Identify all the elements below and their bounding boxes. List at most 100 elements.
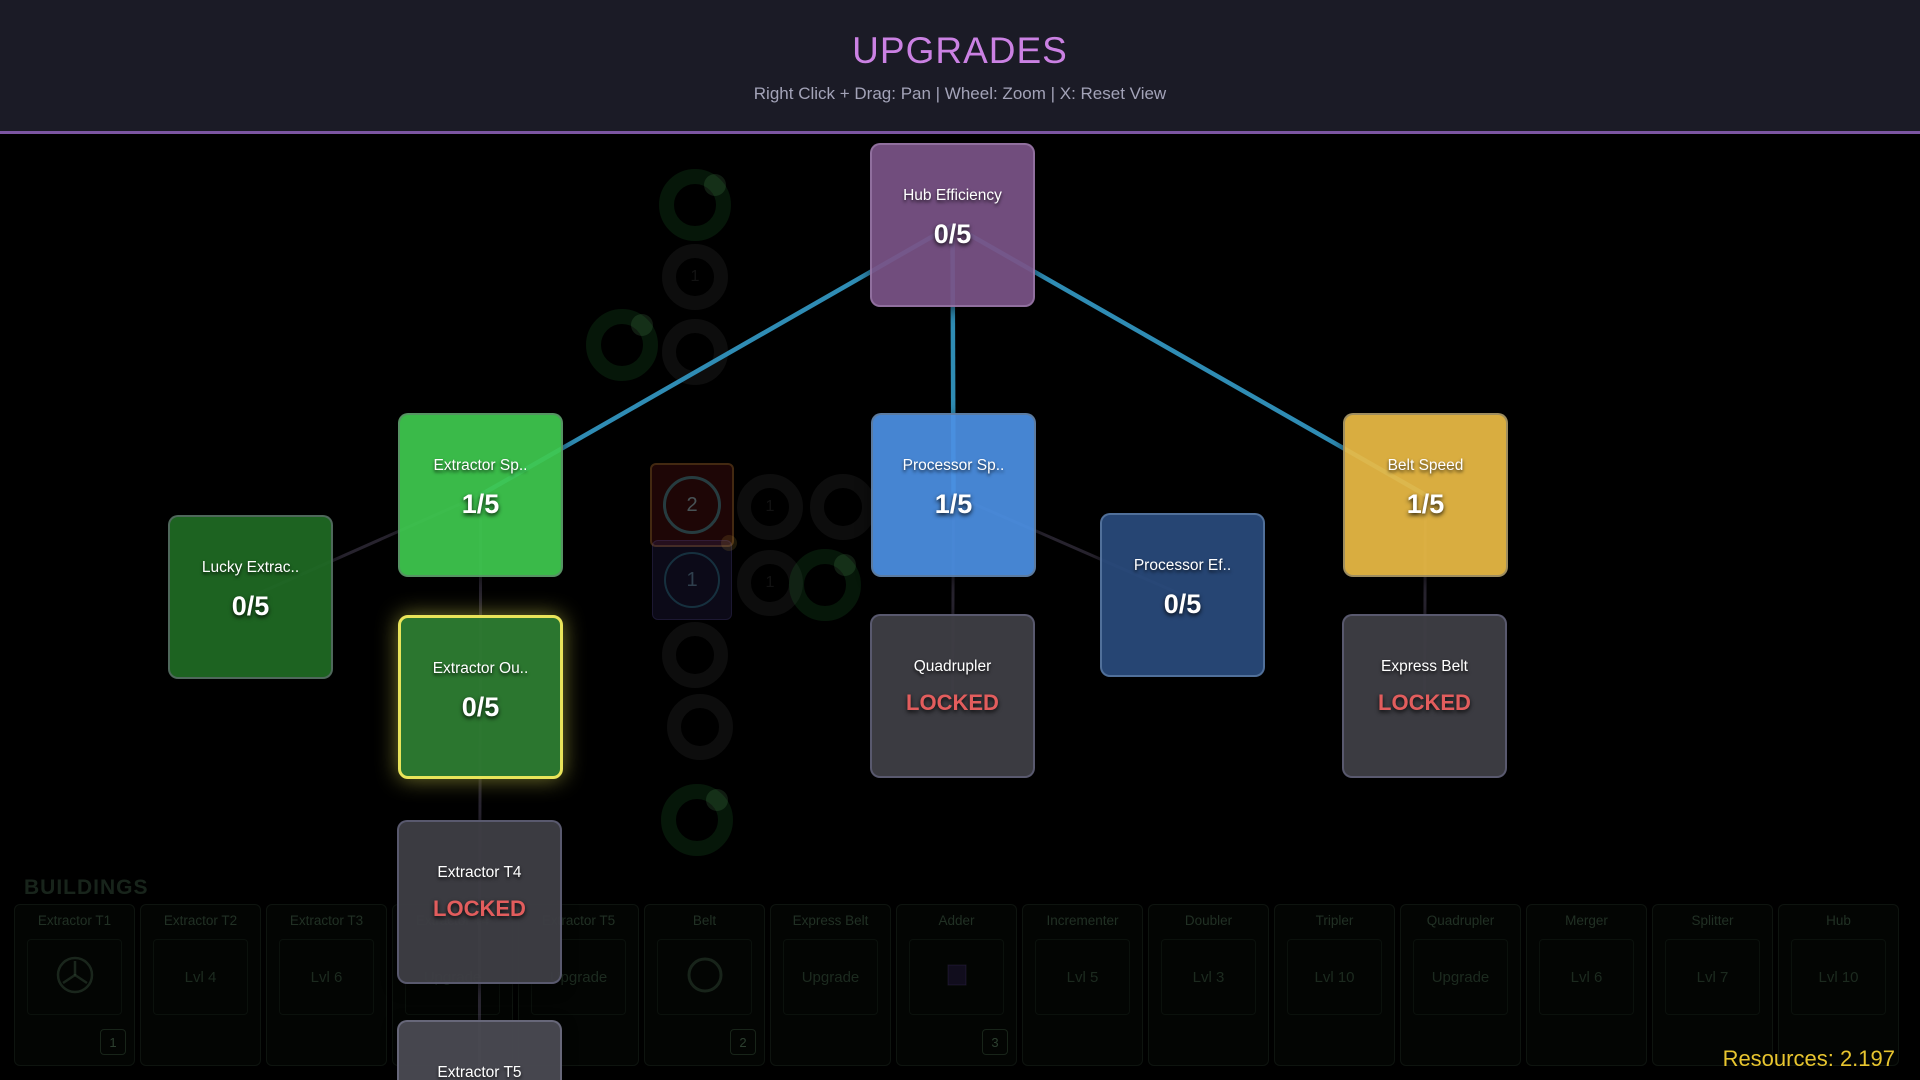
building-card-sub: Lvl 10 <box>1818 968 1859 986</box>
building-card-label: Incrementer <box>1046 913 1119 928</box>
node-title: Express Belt <box>1380 658 1468 675</box>
node-title: Lucky Extrac.. <box>201 559 300 576</box>
ghost-ring-number: 1 <box>690 268 700 285</box>
building-card-box: Lvl 4 <box>153 939 248 1015</box>
building-card-box: Lvl 3 <box>1161 939 1256 1015</box>
node-title: Processor Sp.. <box>902 457 1005 474</box>
upgrade-node-lucky_extractor[interactable]: Lucky Extrac..0/5 <box>168 515 333 679</box>
ghost-machine-square: 1 <box>652 535 737 620</box>
building-card-box <box>657 939 752 1015</box>
building-card-sub: Upgrade <box>549 968 608 986</box>
ghost-machine-square: 2 <box>650 463 734 547</box>
upgrade-node-processor_speed[interactable]: Processor Sp..1/5 <box>871 413 1036 577</box>
node-title: Extractor T5 <box>437 1064 522 1080</box>
building-card-sub: Lvl 5 <box>1066 968 1099 986</box>
node-locked-label: LOCKED <box>433 896 526 921</box>
building-card-box: Lvl 6 <box>279 939 374 1015</box>
building-hotkey-badge: 2 <box>730 1029 756 1055</box>
node-title: Extractor T4 <box>437 864 522 881</box>
ghost-badge-icon <box>834 554 856 576</box>
header-subtitle: Right Click + Drag: Pan | Wheel: Zoom | … <box>753 84 1167 103</box>
building-card-sub: Lvl 6 <box>310 968 343 986</box>
building-card-label: Tripler <box>1315 913 1354 928</box>
building-card-sub: Lvl 6 <box>1570 968 1603 986</box>
ghost-ring-number: 1 <box>765 574 775 591</box>
node-progress: 1/5 <box>1406 489 1445 519</box>
ghost-badge-icon <box>721 535 737 551</box>
upgrade-node-belt_speed[interactable]: Belt Speed 1/5 <box>1343 413 1508 577</box>
node-progress: 0/5 <box>933 219 972 249</box>
page-title: UPGRADES <box>852 30 1068 71</box>
building-card-label: Extractor T3 <box>289 913 364 928</box>
building-card-label: Express Belt <box>792 913 869 928</box>
buildings-panel: BUILDINGS Extractor T1 1 Extractor T2 Lvl 4… <box>0 876 1920 1080</box>
buildings-panel-title: BUILDINGS <box>24 876 149 899</box>
upgrade-node-extractor_output[interactable]: Extractor Ou.. 0/5 <box>398 615 563 779</box>
building-hotkey-badge: 3 <box>982 1029 1008 1055</box>
ghost-badge-icon <box>706 789 728 811</box>
node-title: Extractor Sp.. <box>433 457 528 474</box>
building-card-box: Lvl 10 <box>1791 939 1886 1015</box>
building-card-label: Merger <box>1565 913 1608 928</box>
node-progress: 0/5 <box>461 692 500 722</box>
building-card-sub: Upgrade <box>1431 968 1490 986</box>
building-card-label: Quadrupler <box>1426 913 1495 928</box>
node-title: Processor Ef.. <box>1133 557 1232 574</box>
building-card-box <box>27 939 122 1015</box>
upgrade-node-processor_efficiency[interactable]: Processor Ef.. 0/5 <box>1100 513 1265 677</box>
node-progress: 1/5 <box>461 489 500 519</box>
resources-label: Resources: 2.197 <box>1722 1046 1895 1071</box>
upgrade-node-extractor_speed[interactable]: Extractor Sp.. 1/5 <box>398 413 563 577</box>
building-card-label: Extractor T1 <box>37 913 112 928</box>
building-card-sub: Lvl 7 <box>1696 968 1729 986</box>
building-card: Extractor T2 Lvl 4 <box>140 904 261 1066</box>
building-card-box: Upgrade <box>783 939 878 1015</box>
building-card-label: Adder <box>938 913 975 928</box>
app-header: UPGRADES Right Click + Drag: Pan | Wheel… <box>0 0 1920 134</box>
node-progress: 0/5 <box>1163 589 1202 619</box>
building-card: Adder 3 <box>896 904 1017 1066</box>
building-card-box: Lvl 10 <box>1287 939 1382 1015</box>
node-title: Extractor Ou.. <box>432 660 529 677</box>
adder-icon <box>935 953 979 1002</box>
building-card-label: Extractor T2 <box>163 913 238 928</box>
building-card: Extractor T3 Lvl 6 <box>266 904 387 1066</box>
building-card-sub: Lvl 3 <box>1192 968 1225 986</box>
upgrade-node-extractor_t5[interactable]: Extractor T5 <box>397 1020 562 1080</box>
building-card-box: Lvl 5 <box>1035 939 1130 1015</box>
building-card-box <box>909 939 1004 1015</box>
building-card-label: Splitter <box>1691 913 1734 928</box>
building-card-label: Hub <box>1826 913 1851 928</box>
building-card-box: Lvl 6 <box>1539 939 1634 1015</box>
building-card-sub: Lvl 10 <box>1314 968 1355 986</box>
ghost-badge-icon <box>631 314 653 336</box>
upgrade-node-hub_efficiency[interactable]: Hub Efficiency 0/5 <box>870 143 1035 307</box>
upgrade-node-extractor_t4[interactable]: Extractor T4 LOCKED <box>397 820 562 984</box>
building-card-label: Doubler <box>1184 913 1233 928</box>
building-hotkey-badge: 1 <box>100 1029 126 1055</box>
ghost-badge-icon <box>704 174 726 196</box>
ghost-ring-number: 1 <box>765 498 775 515</box>
building-card-sub: Upgrade <box>801 968 860 986</box>
building-card-box: Upgrade <box>1413 939 1508 1015</box>
node-title: Hub Efficiency <box>903 187 1002 204</box>
ghost-selection-ring-icon: 1 <box>664 552 720 608</box>
node-locked-label: LOCKED <box>1378 690 1471 715</box>
node-title: Belt Speed <box>1387 457 1464 474</box>
node-title: Quadrupler <box>913 658 992 675</box>
belt-icon <box>683 953 727 1002</box>
